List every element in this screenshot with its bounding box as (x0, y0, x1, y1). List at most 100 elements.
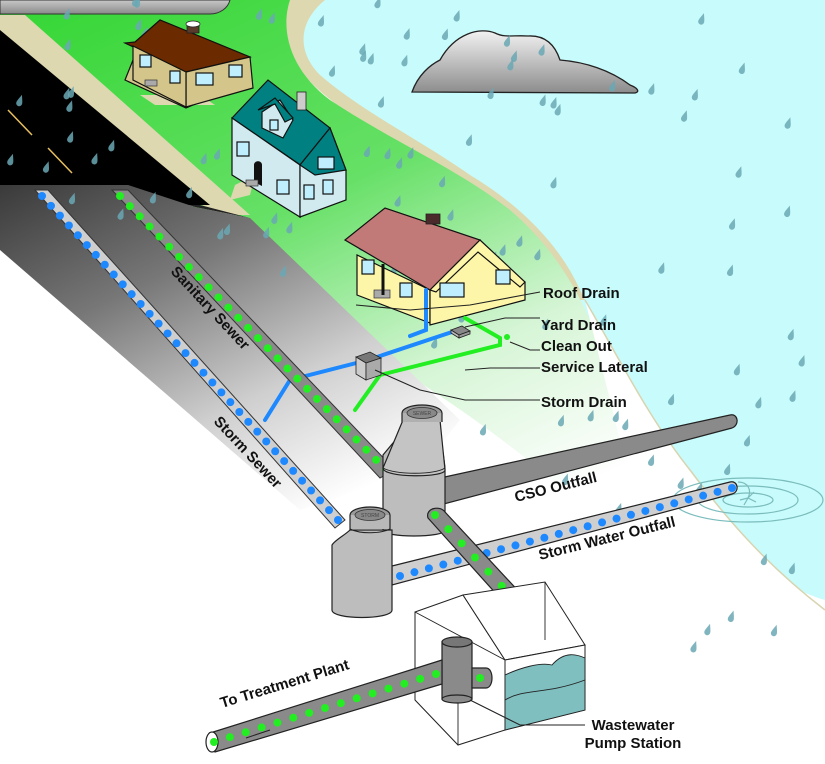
flow-dot (204, 283, 213, 292)
flow-dot (184, 263, 193, 272)
flow-dot (332, 415, 341, 424)
flow-dot (73, 231, 82, 240)
house-icon (231, 79, 347, 219)
flow-dot (262, 437, 271, 446)
flow-dot (55, 211, 64, 220)
flow-dot (439, 560, 448, 569)
flow-dot (313, 394, 322, 403)
flow-dot (91, 250, 100, 259)
flow-dot (127, 290, 136, 299)
flow-dot (362, 445, 371, 454)
flow-dot (263, 344, 272, 353)
label-service-lateral: Service Lateral (541, 359, 648, 376)
flow-dot (396, 572, 404, 580)
flow-dot (372, 455, 381, 464)
flow-dot (626, 510, 635, 519)
cloud-icon (411, 30, 639, 94)
flow-dot (444, 525, 453, 534)
flow-dot (699, 491, 708, 500)
flow-dot (190, 358, 199, 367)
flow-dot (410, 568, 419, 577)
flow-dot (598, 518, 607, 527)
flow-dot (289, 466, 298, 475)
flow-dot (325, 506, 334, 515)
service-lateral-pipe (353, 316, 510, 412)
flow-dot (214, 293, 223, 302)
flow-dot (165, 242, 174, 251)
flow-dot (569, 526, 578, 535)
label-roof-drain: Roof Drain (543, 285, 620, 302)
flow-dot (352, 435, 361, 444)
road (0, 30, 210, 205)
storm-water-outfall-flow (396, 484, 736, 580)
flow-dot (484, 567, 493, 576)
flow-dot (713, 487, 722, 496)
flow-dot (181, 349, 190, 358)
flow-dot (145, 222, 154, 231)
flow-dot (471, 553, 479, 562)
flow-dot (135, 212, 144, 221)
road-line (7, 109, 33, 136)
pump-icon (441, 636, 493, 704)
flow-dot (155, 232, 164, 241)
flow-dot (511, 541, 520, 550)
flow-dot (234, 313, 243, 322)
flow-dot (641, 506, 650, 515)
storm-flow (38, 192, 342, 524)
flow-dot (244, 417, 253, 426)
flow-dot (368, 689, 377, 698)
flow-dot (82, 241, 91, 250)
flow-dot (145, 309, 154, 318)
flow-dot (210, 738, 218, 746)
flow-dot (244, 323, 253, 332)
flow-dot (225, 733, 234, 742)
flow-dot (208, 378, 217, 387)
label-clean-out: Clean Out (541, 338, 612, 355)
flow-dot (199, 368, 208, 377)
flow-dot (684, 495, 693, 504)
flow-dot (273, 718, 282, 727)
flow-dot (257, 723, 266, 732)
sidewalk (0, 15, 250, 215)
yard-drain-icon (450, 325, 471, 339)
cloud-icon (0, 0, 231, 15)
flow-dot (38, 192, 46, 200)
manhole-icon: SEWER (382, 404, 446, 537)
flow-dot (322, 405, 331, 414)
flow-dot (307, 486, 316, 495)
flow-dot (497, 545, 506, 554)
flow-dot (226, 398, 235, 407)
flow-dot (224, 303, 233, 312)
callout-leaders (355, 291, 585, 726)
flow-dot (46, 201, 55, 210)
flow-dot (352, 694, 361, 703)
flow-dot (118, 280, 127, 289)
flow-dot (289, 713, 298, 722)
cso-outfall-pipe (439, 414, 738, 506)
flow-dot (525, 537, 534, 546)
sanitary-flow (116, 192, 390, 474)
house-icon (122, 19, 254, 109)
flow-dot (655, 503, 664, 512)
flow-dot (453, 556, 462, 565)
flow-dot (540, 533, 549, 542)
flow-dot (109, 270, 118, 279)
flow-dot (612, 514, 621, 523)
flow-dot (432, 670, 440, 678)
flow-dot (457, 539, 466, 548)
flow-dot (253, 427, 262, 436)
flow-dot (154, 319, 163, 328)
flow-dot (554, 529, 563, 538)
flow-dot (334, 516, 342, 524)
flow-dot (298, 476, 307, 485)
flow-dot (116, 192, 124, 200)
flow-dot (384, 684, 393, 693)
flow-dot (416, 674, 425, 683)
wet-well-water (504, 654, 586, 731)
manhole-storm-label: STORM (361, 513, 379, 519)
flow-dot (280, 457, 289, 466)
flow-dot (64, 221, 73, 230)
flow-dot (670, 499, 679, 508)
